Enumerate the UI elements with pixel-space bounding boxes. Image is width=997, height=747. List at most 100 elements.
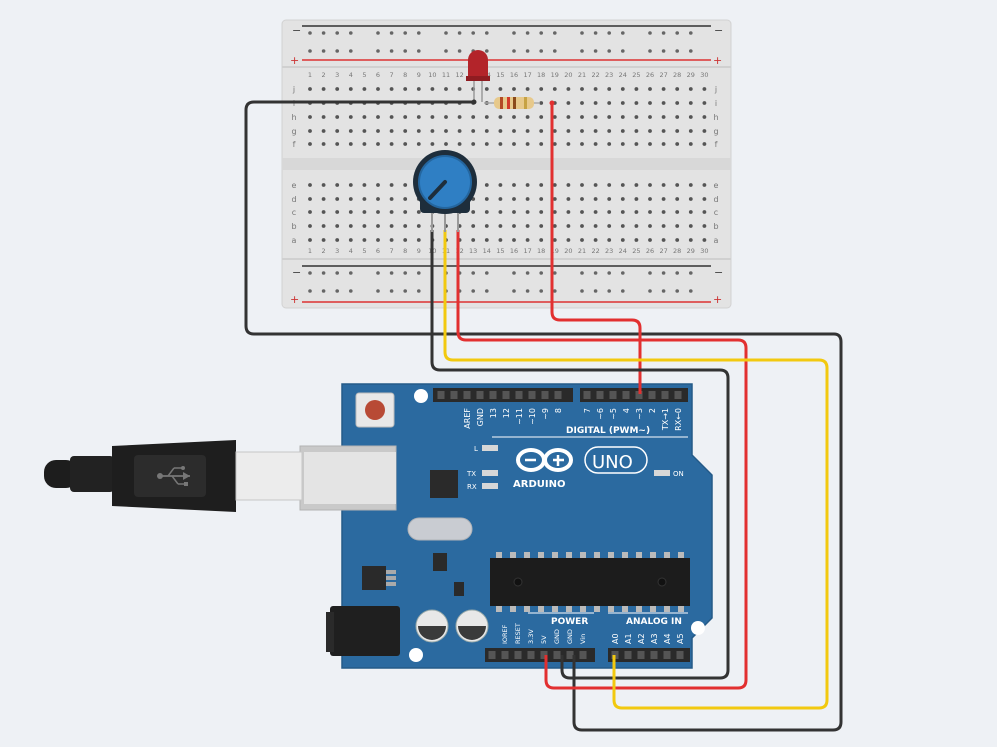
chip-leg [608, 606, 614, 612]
wire-black-pot-gnd[interactable] [430, 230, 730, 680]
terminal-hole [675, 183, 680, 187]
rail-hole [607, 271, 611, 275]
header-pin[interactable] [624, 651, 632, 659]
row-label: g [291, 127, 296, 136]
header-pin[interactable] [566, 651, 574, 659]
terminal-hole [607, 224, 612, 228]
header-pin[interactable] [489, 391, 497, 399]
column-label: 7 [390, 247, 394, 255]
header-pin[interactable] [540, 651, 548, 659]
chip-leg [538, 606, 544, 612]
header-pin[interactable] [528, 391, 536, 399]
terminal-hole [308, 197, 312, 201]
usb-strain-relief [70, 456, 114, 492]
header-pin[interactable] [515, 391, 523, 399]
terminal-hole [484, 115, 489, 119]
wire-black-led-gnd[interactable] [244, 100, 843, 732]
reset-button-cap[interactable] [365, 400, 385, 420]
terminal-hole [620, 238, 625, 242]
terminal-hole [566, 197, 571, 201]
terminal-hole [539, 238, 544, 242]
header-pin[interactable] [579, 651, 587, 659]
row-label: j [292, 85, 295, 94]
terminal-hole [675, 101, 680, 105]
rail-hole [580, 289, 584, 293]
terminal-hole [484, 197, 489, 201]
header-pin[interactable] [463, 391, 471, 399]
column-label: 9 [417, 71, 421, 79]
terminal-hole [580, 224, 584, 228]
header-pin[interactable] [450, 391, 458, 399]
header-pin[interactable] [637, 651, 645, 659]
power-pin-label: GND [566, 629, 574, 644]
rail-hole [539, 289, 543, 293]
column-label: 12 [455, 71, 463, 79]
wire-yellow-pot-a0[interactable] [443, 230, 829, 710]
header-pin[interactable] [648, 391, 656, 399]
terminal-hole [620, 183, 625, 187]
terminal-hole [335, 238, 340, 242]
wire-red-pot-5v[interactable] [456, 230, 748, 690]
potentiometer[interactable] [413, 150, 477, 232]
terminal-hole [457, 129, 462, 133]
header-pin[interactable] [437, 391, 445, 399]
power-pin-label: 3.3V [527, 629, 535, 644]
red-led[interactable] [466, 50, 490, 102]
rail-hole [308, 49, 312, 53]
column-label: 23 [605, 247, 613, 255]
rail-minus-label: − [292, 266, 301, 279]
header-pin[interactable] [501, 651, 509, 659]
rail-hole [675, 289, 679, 293]
column-label: 29 [687, 247, 695, 255]
header-pin[interactable] [622, 391, 630, 399]
terminal-hole [566, 101, 571, 105]
power-pin-label: Vin [579, 634, 587, 644]
resistor-band [524, 97, 527, 109]
terminal-hole [525, 197, 530, 201]
chip-leg [552, 552, 558, 558]
terminal-hole [389, 115, 394, 119]
rail-hole [621, 289, 625, 293]
header-pin[interactable] [488, 651, 496, 659]
terminal-hole [688, 101, 693, 105]
terminal-hole [430, 115, 435, 119]
terminal-hole [389, 129, 394, 133]
header-pin[interactable] [635, 391, 643, 399]
wire-red-pin3[interactable] [550, 103, 642, 394]
chip-leg [636, 552, 642, 558]
terminal-hole [634, 238, 639, 242]
row-label: d [713, 195, 718, 204]
terminal-hole [580, 87, 584, 91]
resistor[interactable] [484, 97, 540, 109]
power-jack[interactable] [330, 606, 400, 656]
chip-leg [566, 606, 572, 612]
header-pin[interactable] [609, 391, 617, 399]
header-pin[interactable] [596, 391, 604, 399]
terminal-hole [498, 238, 503, 242]
terminal-hole [525, 142, 530, 146]
terminal-hole [471, 129, 476, 133]
header-pin[interactable] [554, 391, 562, 399]
terminal-hole [484, 142, 489, 146]
rail-hole [485, 289, 489, 293]
header-pin[interactable] [541, 391, 549, 399]
header-pin[interactable] [553, 651, 561, 659]
header-pin[interactable] [583, 391, 591, 399]
header-pin[interactable] [527, 651, 535, 659]
header-pin[interactable] [663, 651, 671, 659]
terminal-hole [648, 101, 652, 105]
rail-hole [553, 31, 557, 35]
terminal-hole [308, 142, 312, 146]
header-pin[interactable] [676, 651, 684, 659]
header-pin[interactable] [650, 651, 658, 659]
terminal-hole [321, 210, 326, 214]
model-label: UNO [592, 452, 633, 473]
terminal-hole [620, 87, 625, 91]
header-pin[interactable] [674, 391, 682, 399]
header-pin[interactable] [476, 391, 484, 399]
rail-hole [389, 49, 394, 53]
header-pin[interactable] [661, 391, 669, 399]
header-pin[interactable] [502, 391, 510, 399]
terminal-hole [688, 210, 693, 214]
header-pin[interactable] [514, 651, 522, 659]
